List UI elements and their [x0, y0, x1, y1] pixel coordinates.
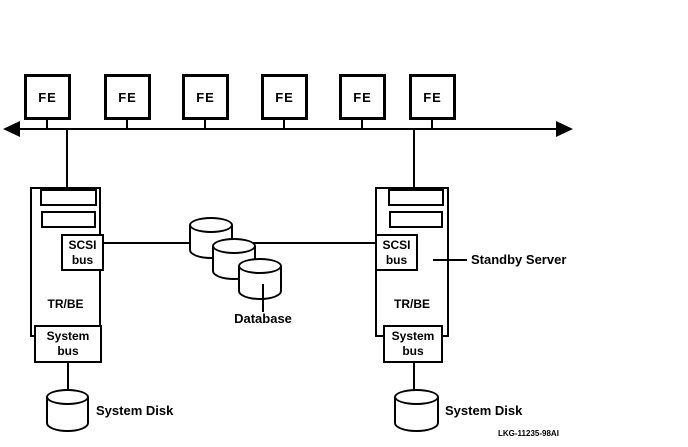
left-system-disk-label: System Disk [96, 403, 174, 418]
database-pointer-line [262, 284, 264, 312]
right-trbe-label: TR/BE [394, 297, 430, 311]
fe-node-label: FE [38, 89, 57, 105]
fe-stub-line [46, 120, 48, 129]
left-system-disk-cylinder [46, 389, 89, 432]
scsi-bus-label: SCSI [382, 237, 411, 252]
standby-pointer-line [433, 259, 467, 261]
cylinder-top-icon [212, 238, 256, 254]
fe-node: FE [104, 74, 151, 120]
right-system-disk-label: System Disk [445, 403, 523, 418]
tower-slot [41, 211, 96, 228]
database-cylinder [238, 258, 282, 300]
cylinder-top-icon [394, 389, 439, 405]
fe-stub-line [126, 120, 128, 129]
standby-server-label: Standby Server [471, 252, 567, 267]
scsi-bus-label: SCSI [68, 237, 97, 252]
tower-slot [40, 189, 97, 206]
cylinder-top-icon [46, 389, 89, 405]
bus-arrow-left-icon [3, 121, 20, 137]
system-bus-drop-line [413, 363, 415, 389]
left-trbe-label: TR/BE [47, 297, 84, 311]
fe-node: FE [339, 74, 386, 120]
system-bus-label: bus [57, 344, 79, 358]
left-scsi-bus-box: SCSI bus [61, 234, 104, 271]
fe-stub-line [431, 120, 433, 129]
fe-stub-line [283, 120, 285, 129]
server-drop-line [413, 130, 415, 188]
cylinder-top-icon [238, 258, 282, 274]
cylinder-top-icon [189, 217, 233, 233]
fe-node: FE [261, 74, 308, 120]
system-bus-label: System [46, 329, 90, 343]
system-bus-label: System [391, 329, 435, 343]
right-scsi-bus-box: SCSI bus [375, 234, 418, 271]
scsi-bus-label: bus [71, 252, 94, 267]
fe-node-label: FE [423, 89, 442, 105]
tower-slot [389, 211, 443, 228]
fe-node: FE [182, 74, 229, 120]
fe-stub-line [204, 120, 206, 129]
fe-node-label: FE [196, 89, 215, 105]
bus-arrow-right-icon [556, 121, 573, 137]
scsi-bus-label: bus [385, 252, 408, 267]
fe-node: FE [409, 74, 456, 120]
fe-node-label: FE [353, 89, 372, 105]
fe-node-label: FE [275, 89, 294, 105]
database-label: Database [234, 311, 292, 326]
right-system-disk-cylinder [394, 389, 439, 432]
right-system-bus-box: System bus [383, 325, 443, 363]
fe-node: FE [24, 74, 71, 120]
fe-stub-line [361, 120, 363, 129]
left-system-bus-box: System bus [34, 325, 102, 363]
tower-slot [388, 189, 444, 206]
figure-caption: LKG-11235-98AI [498, 429, 559, 438]
ethernet-bus-line [18, 128, 559, 130]
system-bus-label: bus [402, 344, 424, 358]
server-drop-line [66, 130, 68, 188]
system-bus-drop-line [67, 363, 69, 389]
fe-node-label: FE [118, 89, 137, 105]
